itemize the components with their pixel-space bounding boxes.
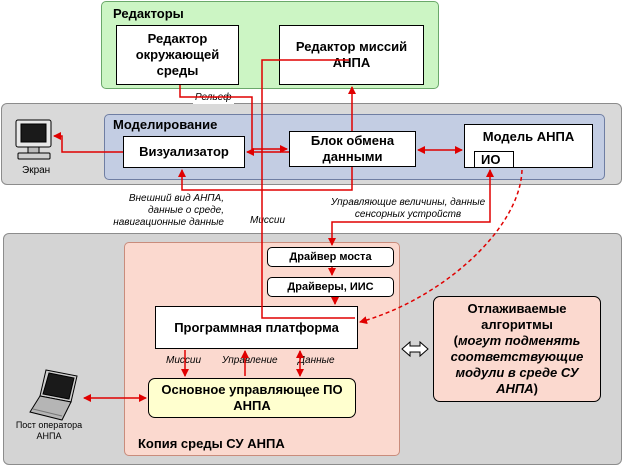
copy-group: Копия среды СУ АНПА — [124, 242, 400, 456]
debug-box: Отлаживаемые алгоритмы (могут подменять … — [433, 296, 601, 402]
env-editor-box: Редактор окружающей среды — [116, 25, 239, 85]
external-view-label: Внешний вид АНПА, данные о среде, навига… — [113, 193, 224, 228]
modeling-title: Моделирование — [113, 117, 218, 132]
env-editor-label: Редактор окружающей среды — [135, 31, 220, 78]
main-sw-label: Основное управляющее ПО АНПА — [161, 382, 343, 413]
bridge-driver-box: Драйвер моста — [267, 247, 394, 267]
io-label: ИО — [481, 151, 501, 167]
visualizer-label: Визуализатор — [139, 144, 229, 159]
drivers-box: Драйверы, ИИС — [267, 277, 394, 297]
missions-vertical-label: Миссии — [248, 215, 288, 227]
debug-note: (могут подменять соответствующие модули … — [450, 333, 584, 396]
editors-title: Редакторы — [113, 6, 184, 21]
exchange-box: Блок обмена данными — [289, 131, 416, 167]
screen-label: Экран — [22, 165, 51, 176]
relief-label: Рельеф — [193, 92, 234, 104]
mission-editor-box: Редактор миссий АНПА — [279, 25, 424, 85]
copy-title: Копия среды СУ АНПА — [138, 436, 285, 451]
control-label: Управление — [222, 355, 278, 366]
bridge-driver-label: Драйвер моста — [289, 251, 372, 263]
platform-label: Программная платформа — [174, 319, 339, 335]
debug-title: Отлаживаемые алгоритмы — [467, 301, 567, 332]
data-label: Данные — [298, 355, 335, 366]
operator-label: Пост оператора АНПА — [15, 420, 83, 441]
model-label: Модель АНПА — [482, 129, 575, 144]
control-values-label: Управляющие величины, данные сенсорных у… — [330, 197, 486, 220]
platform-box: Программная платформа — [155, 306, 358, 349]
main-sw-box: Основное управляющее ПО АНПА — [148, 378, 356, 418]
drivers-label: Драйверы, ИИС — [287, 281, 374, 293]
exchange-label: Блок обмена данными — [310, 133, 395, 164]
visualizer-box: Визуализатор — [123, 136, 245, 168]
io-box: ИО — [474, 151, 514, 168]
mission-editor-label: Редактор миссий АНПА — [295, 39, 408, 70]
missions-label: Миссии — [166, 355, 202, 366]
